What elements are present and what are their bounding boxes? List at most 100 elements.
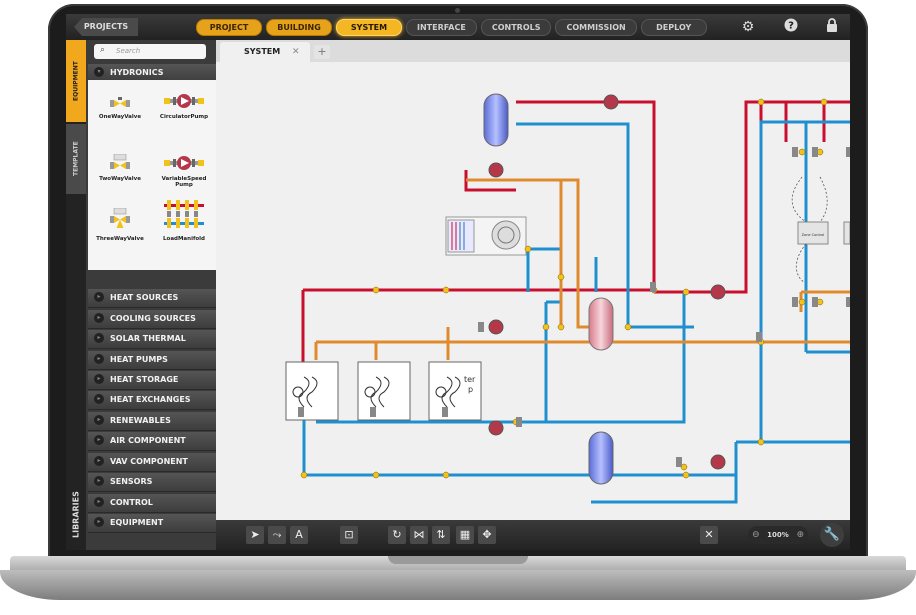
- palette-item-twowayvalve[interactable]: TwoWayValve: [88, 154, 152, 182]
- category-air-component[interactable]: ▸AIR COMPONENT: [88, 432, 216, 451]
- chevron-right-icon: ▸: [94, 373, 104, 384]
- align-icon[interactable]: ⇅: [432, 526, 450, 544]
- chevron-right-icon: ▸: [94, 291, 104, 302]
- boiler-1[interactable]: [285, 361, 339, 421]
- chevron-right-icon: ▸: [94, 414, 104, 425]
- category-label: HEAT SOURCES: [110, 293, 179, 302]
- tab-label: SYSTEM: [244, 47, 281, 56]
- search-placeholder: Search: [116, 47, 141, 55]
- base-top: [10, 556, 906, 572]
- wrench-icon[interactable]: 🔧: [820, 523, 844, 547]
- palette-label: ThreeWayValve: [96, 236, 144, 242]
- delete-icon[interactable]: ✕: [700, 526, 718, 544]
- storage-tank-top[interactable]: [483, 93, 509, 147]
- canvas-area: [216, 40, 850, 520]
- palette-item-variablespeedpump[interactable]: VariableSpeed Pump: [152, 154, 216, 188]
- laptop-base: [0, 556, 916, 612]
- zoom-in-icon[interactable]: ⊕: [796, 530, 804, 540]
- move-icon[interactable]: ✥: [478, 526, 496, 544]
- heat-pump-unit[interactable]: [445, 216, 527, 256]
- category-control[interactable]: ▸CONTROL: [88, 494, 216, 513]
- category-label: VAV COMPONENT: [110, 457, 188, 466]
- zoom-level: 100%: [767, 531, 789, 539]
- category-vav-component[interactable]: ▸VAV COMPONENT: [88, 453, 216, 472]
- step-interface[interactable]: INTERFACE: [406, 19, 477, 36]
- chevron-right-icon: ▸: [94, 516, 104, 527]
- category-label: RENEWABLES: [110, 416, 171, 425]
- canvas-toolbar: ➤ ⤳ A ⊡ ↻ ⋈ ⇅ ▦ ✥ ✕ ⊖ 100% ⊕ 🔧: [216, 520, 850, 550]
- zoom-control[interactable]: ⊖ 100% ⊕: [748, 526, 808, 544]
- category-heat-pumps[interactable]: ▸HEAT PUMPS: [88, 351, 216, 370]
- category-label: HYDRONICS: [110, 68, 164, 77]
- base-notch: [388, 556, 528, 564]
- gauges: [298, 147, 850, 467]
- rotate-icon[interactable]: ↻: [388, 526, 406, 544]
- palette-label: CirculatorPump: [159, 114, 209, 120]
- palette-item-loadmanifold[interactable]: LoadManifold: [152, 198, 216, 242]
- category-heat-exchanges[interactable]: ▸HEAT EXCHANGES: [88, 391, 216, 410]
- lock-icon[interactable]: [823, 18, 841, 36]
- group-icon[interactable]: ▦: [456, 526, 474, 544]
- tab-libraries[interactable]: LIBRARIES: [71, 491, 81, 539]
- category-equipment[interactable]: ▸ EQUIPMENT: [88, 514, 216, 533]
- system-diagram[interactable]: ter p Zone Control: [216, 62, 850, 520]
- canvas-tabstrip: SYSTEM ✕ +: [216, 40, 850, 62]
- add-node-icon[interactable]: ⊡: [340, 526, 358, 544]
- boiler-2[interactable]: [357, 361, 411, 421]
- category-label: HEAT EXCHANGES: [110, 395, 191, 404]
- svg-text:?: ?: [788, 21, 794, 32]
- circulator-pumps[interactable]: [488, 94, 726, 470]
- text-icon[interactable]: A: [290, 526, 308, 544]
- palette-item-threewayvalve[interactable]: ThreeWayValve: [88, 208, 152, 242]
- category-renewables[interactable]: ▸ RENEWABLES: [88, 412, 216, 431]
- storage-tank-middle[interactable]: [588, 297, 614, 351]
- chevron-right-icon: ▸: [94, 353, 104, 364]
- tab-system[interactable]: SYSTEM ✕: [220, 42, 310, 62]
- palette-label: OneWayValve: [98, 114, 142, 120]
- category-sensors[interactable]: ▸SENSORS: [88, 473, 216, 492]
- side-tabs: EQUIPMENT TEMPLATE LIBRARIES: [66, 40, 86, 550]
- one-way-valve-icon: [110, 97, 130, 107]
- projects-button[interactable]: PROJECTS: [74, 18, 138, 36]
- search-input[interactable]: ⌕ Search: [94, 44, 206, 59]
- flip-icon[interactable]: ⋈: [410, 526, 428, 544]
- library-panel: ⌕ Search ▾HYDRONICS OneWayValve Circulat…: [86, 40, 216, 550]
- step-building[interactable]: BUILDING: [266, 19, 332, 36]
- category-label: COOLING SOURCES: [110, 314, 196, 323]
- category-label: EQUIPMENT: [110, 518, 164, 527]
- palette-label: TwoWayValve: [99, 176, 141, 182]
- connect-icon[interactable]: ⤳: [268, 526, 286, 544]
- chevron-right-icon: ▸: [94, 434, 104, 445]
- palette-item-onewayvalve[interactable]: OneWayValve: [88, 96, 152, 120]
- help-icon[interactable]: ?: [782, 18, 800, 36]
- category-heat-storage[interactable]: ▸HEAT STORAGE: [88, 371, 216, 390]
- step-project[interactable]: PROJECT: [196, 19, 262, 36]
- palette-item-circulatorpump[interactable]: CirculatorPump: [152, 92, 216, 120]
- add-tab-button[interactable]: +: [314, 45, 330, 59]
- hydronics-palette: OneWayValve CirculatorPump TwoWayValve V…: [88, 80, 216, 270]
- select-icon[interactable]: ➤: [246, 526, 264, 544]
- load-manifold-icon: [164, 200, 204, 228]
- category-solar-thermal[interactable]: ▸SOLAR THERMAL: [88, 330, 216, 349]
- close-icon[interactable]: ✕: [292, 47, 300, 57]
- step-system[interactable]: SYSTEM: [336, 19, 402, 36]
- boiler-3[interactable]: ter p: [428, 361, 482, 421]
- gear-icon[interactable]: ⚙: [741, 19, 755, 35]
- tab-equipment[interactable]: EQUIPMENT: [66, 40, 86, 122]
- category-label: SOLAR THERMAL: [110, 334, 186, 343]
- zone-controller[interactable]: Zone Control: [791, 176, 829, 283]
- step-deploy[interactable]: DEPLOY: [640, 19, 707, 36]
- two-way-valve-icon: [110, 154, 130, 169]
- step-commission[interactable]: COMMISSION: [555, 19, 637, 36]
- search-icon: ⌕: [100, 45, 106, 55]
- category-cooling-sources[interactable]: ▸COOLING SOURCES: [88, 310, 216, 329]
- step-controls[interactable]: CONTROLS: [480, 19, 552, 36]
- circulator-pump-icon: [164, 94, 204, 108]
- tab-template[interactable]: TEMPLATE: [66, 124, 86, 194]
- category-heat-sources[interactable]: ▸ HEAT SOURCES: [88, 289, 216, 308]
- zone-controller-edge: [843, 221, 850, 245]
- variable-speed-pump-icon: [164, 156, 204, 170]
- zoom-out-icon[interactable]: ⊖: [752, 530, 760, 540]
- chevron-right-icon: ▸: [94, 496, 104, 507]
- storage-tank-bottom[interactable]: [588, 431, 614, 485]
